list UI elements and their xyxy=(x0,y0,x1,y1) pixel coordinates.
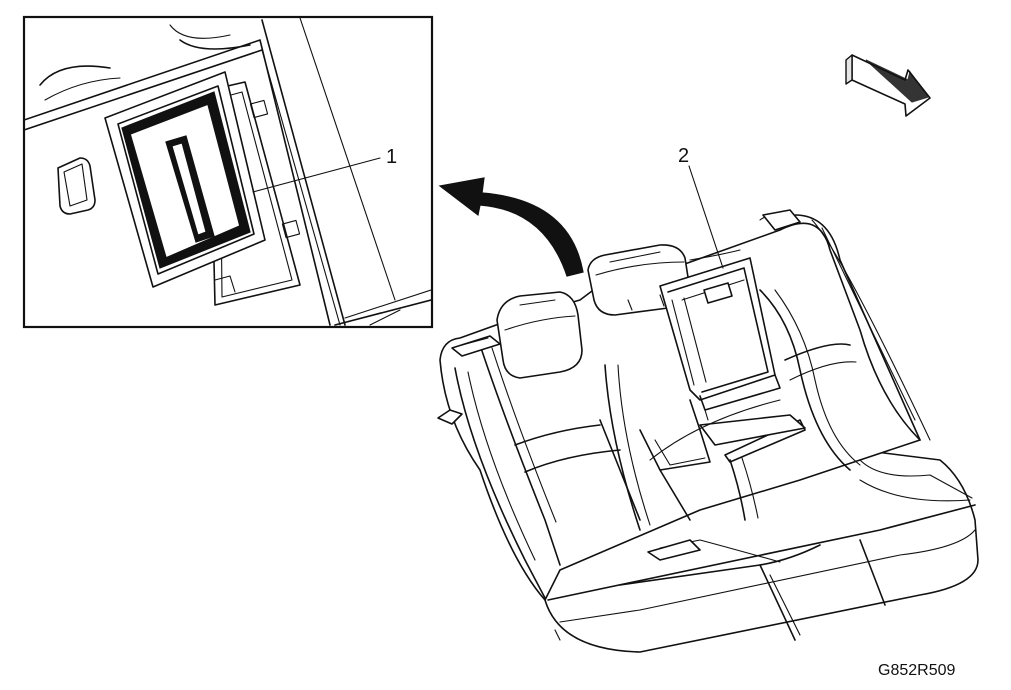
detail-inset: 1 xyxy=(22,15,434,329)
left-headrest xyxy=(496,291,583,379)
direction-arrow-icon xyxy=(845,54,931,117)
callout-1-label: 1 xyxy=(386,146,397,168)
rear-seat xyxy=(437,209,979,653)
pass-through-door-detail xyxy=(104,71,266,288)
callout-2-leader xyxy=(688,165,724,269)
figure-code: G852R509 xyxy=(878,662,955,679)
callout-2-label: 2 xyxy=(678,145,689,167)
curved-arrow-icon xyxy=(438,177,584,277)
pass-through-door xyxy=(659,257,781,421)
